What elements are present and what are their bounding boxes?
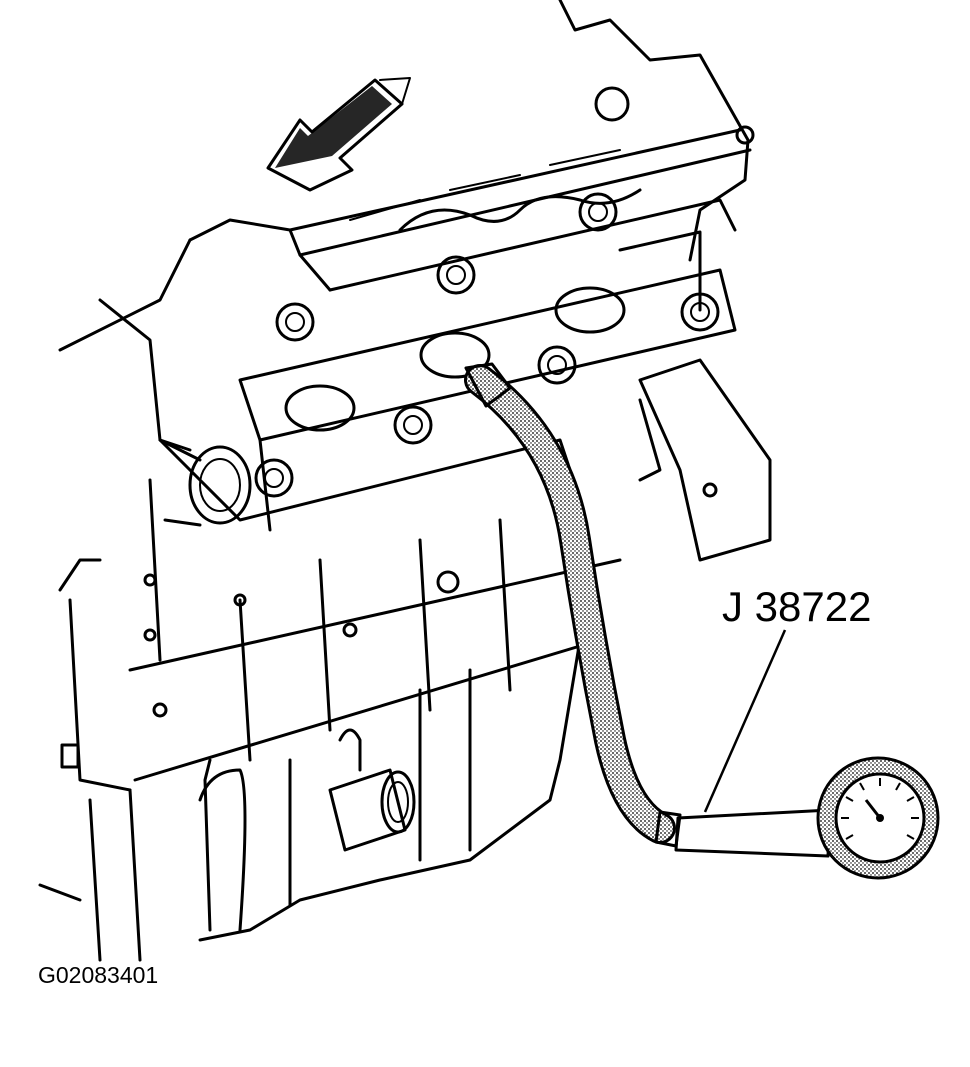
engine-block — [58, 238, 622, 962]
tool-number-label: J 38722 — [722, 583, 872, 630]
engine-mount-bracket — [638, 358, 772, 562]
exhaust-ports — [238, 230, 737, 442]
oil-filter — [328, 728, 416, 852]
figure-id: G02083401 — [38, 962, 159, 988]
pressure-gauge-icon — [674, 756, 940, 880]
corner-mark — [38, 883, 82, 902]
core-plug — [158, 438, 252, 527]
label-leader-line — [703, 629, 787, 813]
direction-arrow-icon — [266, 77, 411, 192]
cylinder-head — [188, 0, 755, 292]
gauge-hose — [464, 362, 682, 848]
oil-pan — [198, 638, 582, 942]
